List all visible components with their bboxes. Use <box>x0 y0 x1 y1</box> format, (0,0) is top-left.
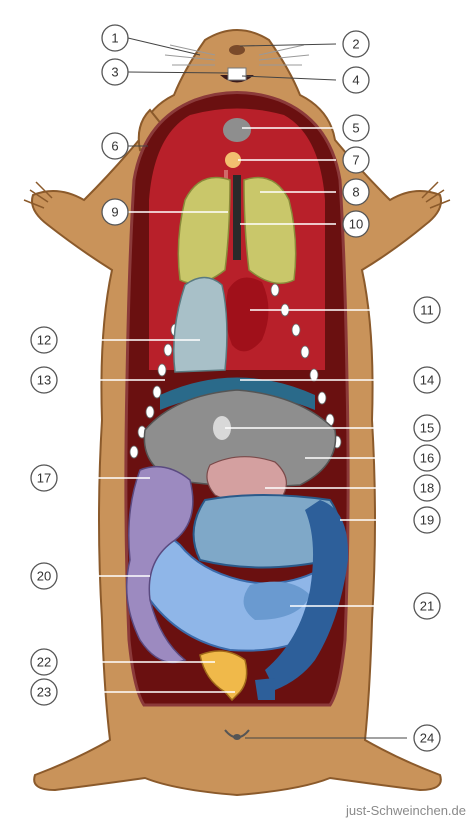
rectum <box>255 678 275 700</box>
callout-24: 24 <box>413 724 441 752</box>
svg-text:8: 8 <box>352 185 359 200</box>
leader-lines <box>62 37 407 739</box>
thymus <box>173 276 228 373</box>
callout-6: 6 <box>101 132 129 160</box>
bladder <box>199 650 248 702</box>
snout <box>164 44 310 83</box>
watermark: just-Schweinchen.de <box>346 803 466 818</box>
svg-text:16: 16 <box>420 451 434 466</box>
svg-text:13: 13 <box>37 373 51 388</box>
svg-text:10: 10 <box>349 217 363 232</box>
svg-text:24: 24 <box>420 731 434 746</box>
svg-text:22: 22 <box>37 655 51 670</box>
svg-text:20: 20 <box>37 569 51 584</box>
callout-2: 2 <box>342 30 370 58</box>
svg-text:2: 2 <box>352 37 359 52</box>
callout-19: 19 <box>413 506 441 534</box>
callout-1: 1 <box>101 24 129 52</box>
svg-text:5: 5 <box>352 121 359 136</box>
svg-text:12: 12 <box>37 333 51 348</box>
svg-text:7: 7 <box>352 153 359 168</box>
callout-14: 14 <box>413 366 441 394</box>
callout-22: 22 <box>30 648 58 676</box>
callout-10: 10 <box>342 210 370 238</box>
heart <box>225 277 269 352</box>
svg-text:14: 14 <box>420 373 434 388</box>
svg-text:4: 4 <box>352 73 359 88</box>
lungs <box>177 176 297 285</box>
cecum <box>265 500 349 690</box>
callout-12: 12 <box>30 326 58 354</box>
callout-20: 20 <box>30 562 58 590</box>
svg-text:21: 21 <box>420 599 434 614</box>
callout-7: 7 <box>342 146 370 174</box>
svg-text:3: 3 <box>111 65 118 80</box>
callout-13: 13 <box>30 366 58 394</box>
svg-text:9: 9 <box>111 205 118 220</box>
svg-text:6: 6 <box>111 139 118 154</box>
svg-text:23: 23 <box>37 685 51 700</box>
svg-text:17: 17 <box>37 471 51 486</box>
callout-9: 9 <box>101 198 129 226</box>
callout-17: 17 <box>30 464 58 492</box>
svg-text:19: 19 <box>420 513 434 528</box>
callout-5: 5 <box>342 114 370 142</box>
callout-16: 16 <box>413 444 441 472</box>
callout-18: 18 <box>413 474 441 502</box>
callout-3: 3 <box>101 58 129 86</box>
callout-11: 11 <box>413 296 441 324</box>
callout-23: 23 <box>30 678 58 706</box>
callout-8: 8 <box>342 178 370 206</box>
svg-text:1: 1 <box>111 31 118 46</box>
svg-text:15: 15 <box>420 421 434 436</box>
colon <box>125 465 194 664</box>
svg-text:11: 11 <box>420 303 434 318</box>
callout-4: 4 <box>342 66 370 94</box>
svg-text:18: 18 <box>420 481 434 496</box>
callout-21: 21 <box>413 592 441 620</box>
callout-15: 15 <box>413 414 441 442</box>
small-intestine <box>139 494 341 652</box>
